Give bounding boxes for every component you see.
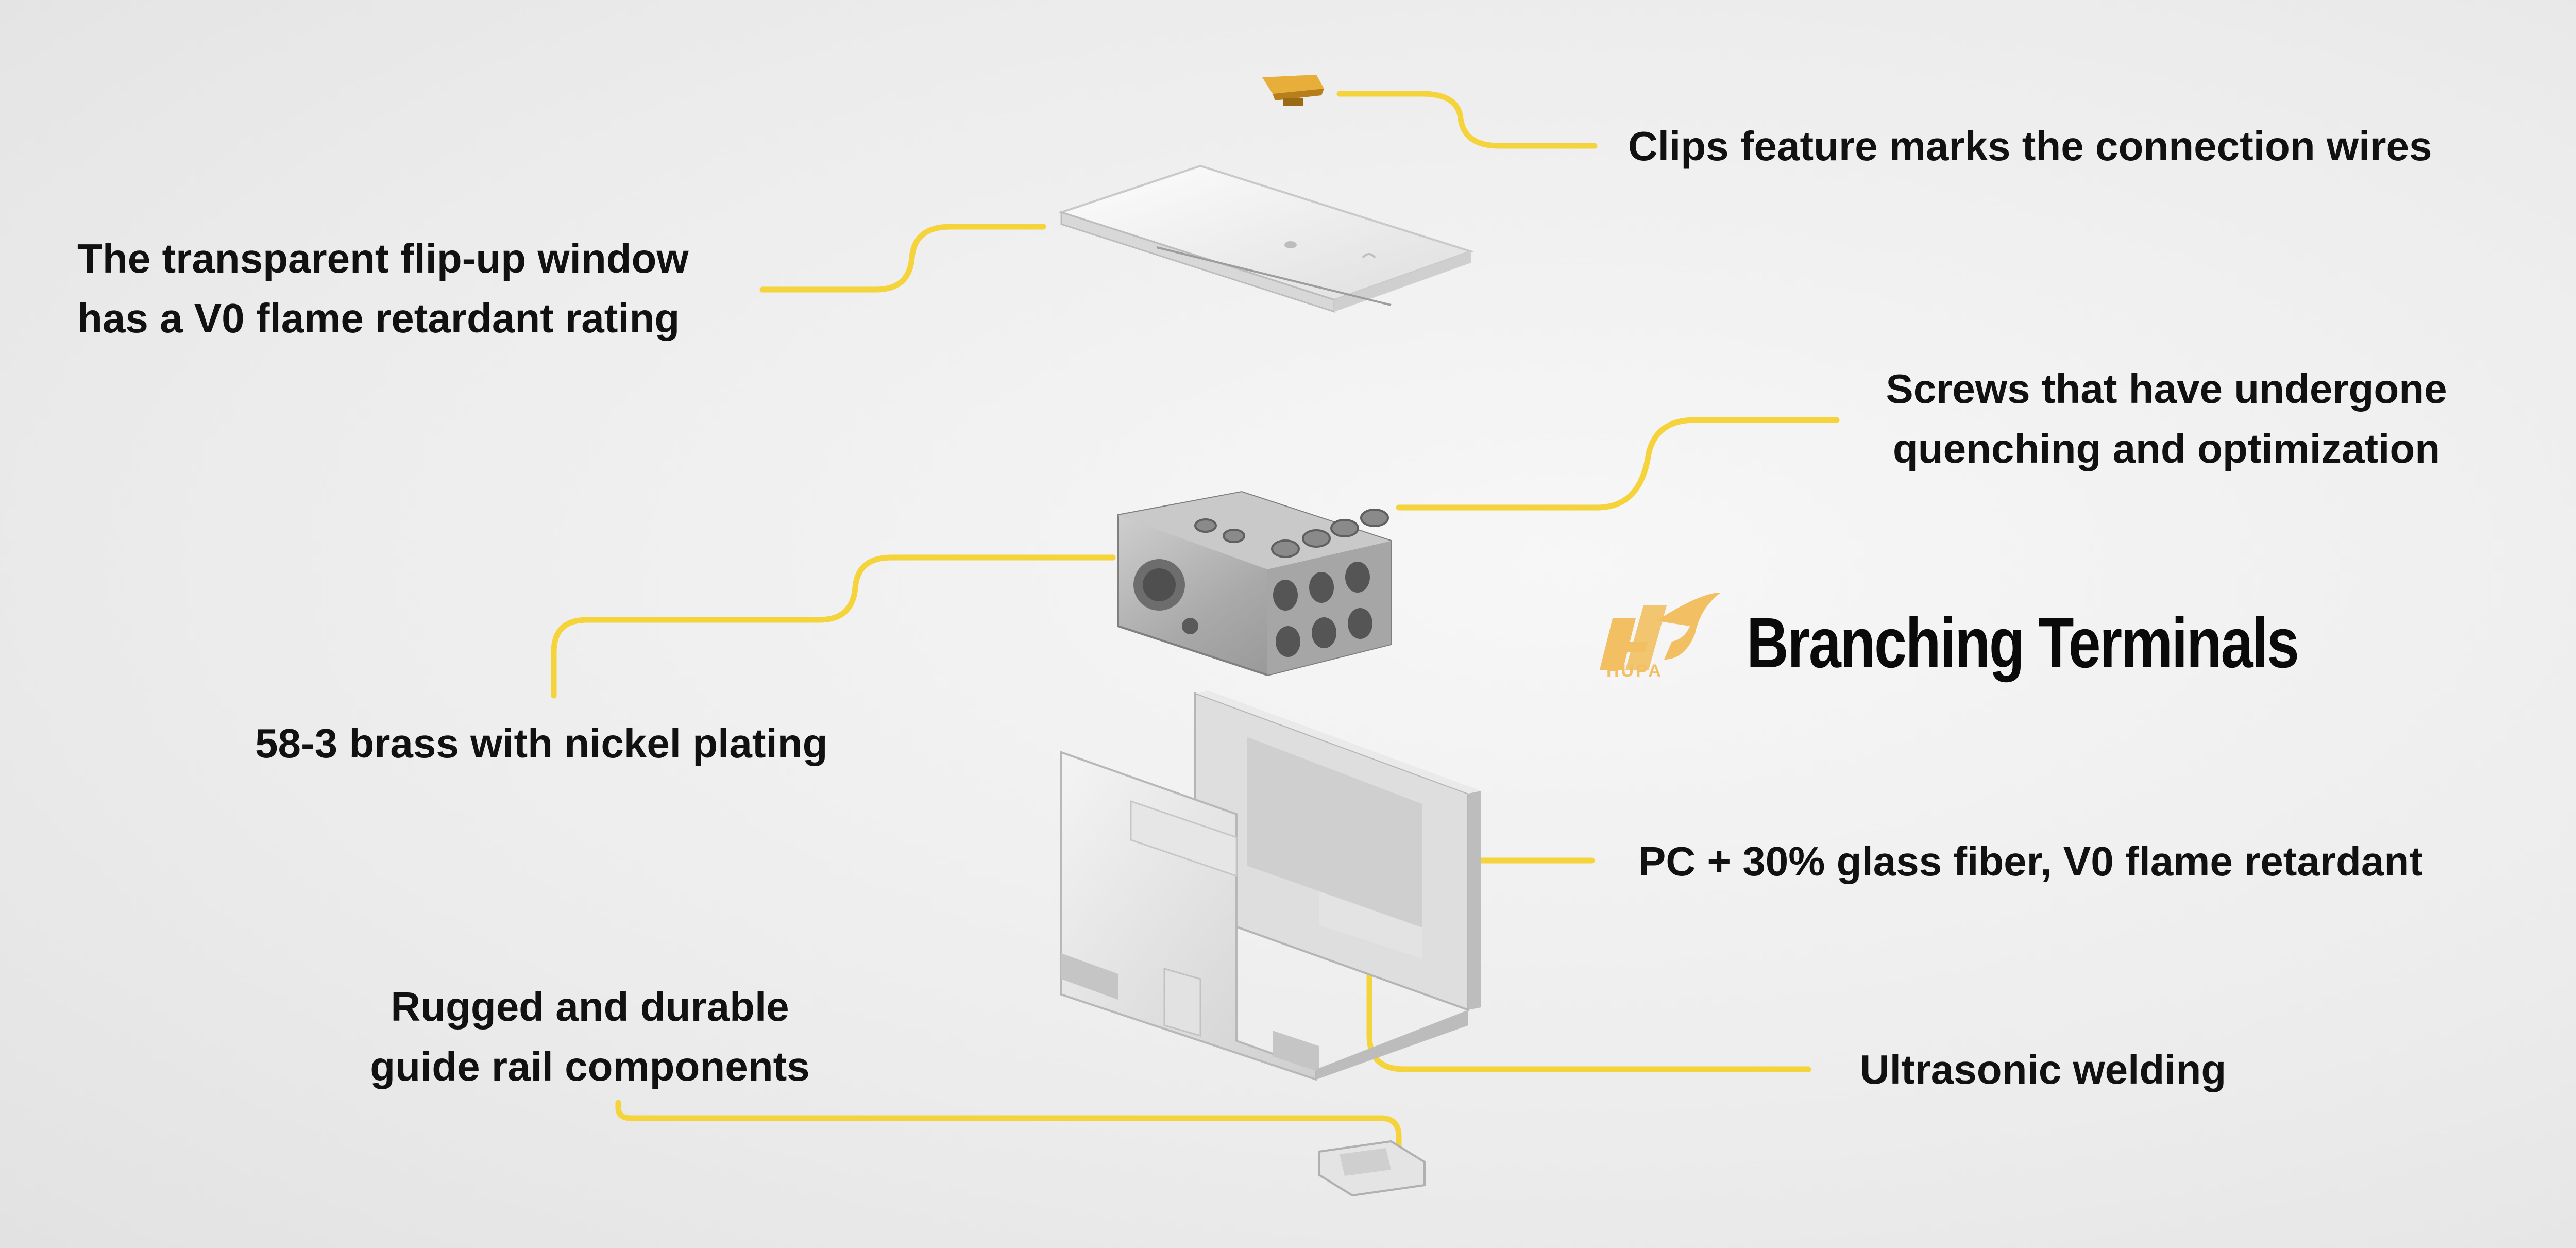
leader-line-screws — [1396, 417, 1840, 511]
callout-brass: 58-3 brass with nickel plating — [255, 720, 828, 766]
callout-screws-line2: quenching and optimization — [1892, 426, 2441, 471]
hf-logo-icon — [1600, 593, 1721, 670]
leader-line-welding — [1366, 960, 1811, 1072]
rail-clip-part — [1318, 1140, 1426, 1197]
logo-text: HUPA — [1606, 661, 1663, 681]
screws — [1194, 509, 1389, 558]
page-title: Branching Terminals — [1747, 603, 2299, 683]
callout-screws-line1: Screws that have undergone — [1886, 366, 2447, 412]
leader-line-clips — [1336, 91, 1598, 149]
housing-part — [1060, 690, 1481, 1081]
callout-screws: Screws that have undergone quenching and… — [1865, 359, 2468, 479]
leader-line-window — [759, 224, 1046, 293]
screw-holes — [1273, 562, 1372, 657]
leader-line-rail — [615, 1100, 1402, 1152]
callout-rail: Rugged and durable guide rail components — [340, 977, 840, 1097]
flip-up-window-part — [1058, 164, 1475, 313]
leader-lines — [551, 91, 1840, 1152]
callout-window-line1: The transparent flip-up window — [77, 235, 689, 281]
callout-rail-line1: Rugged and durable — [391, 984, 789, 1030]
callout-window-line2: has a V0 flame retardant rating — [77, 295, 680, 341]
terminal-block-part — [1117, 491, 1392, 677]
callout-welding: Ultrasonic welding — [1860, 1047, 2227, 1092]
callout-rail-line2: guide rail components — [370, 1043, 810, 1089]
marking-clip-part — [1262, 75, 1324, 106]
leader-line-brass — [551, 554, 1116, 699]
callout-window: The transparent flip-up window has a V0 … — [77, 229, 689, 348]
callout-clips: Clips feature marks the connection wires — [1628, 123, 2432, 169]
callout-pc: PC + 30% glass fiber, V0 flame retardant — [1638, 838, 2423, 884]
